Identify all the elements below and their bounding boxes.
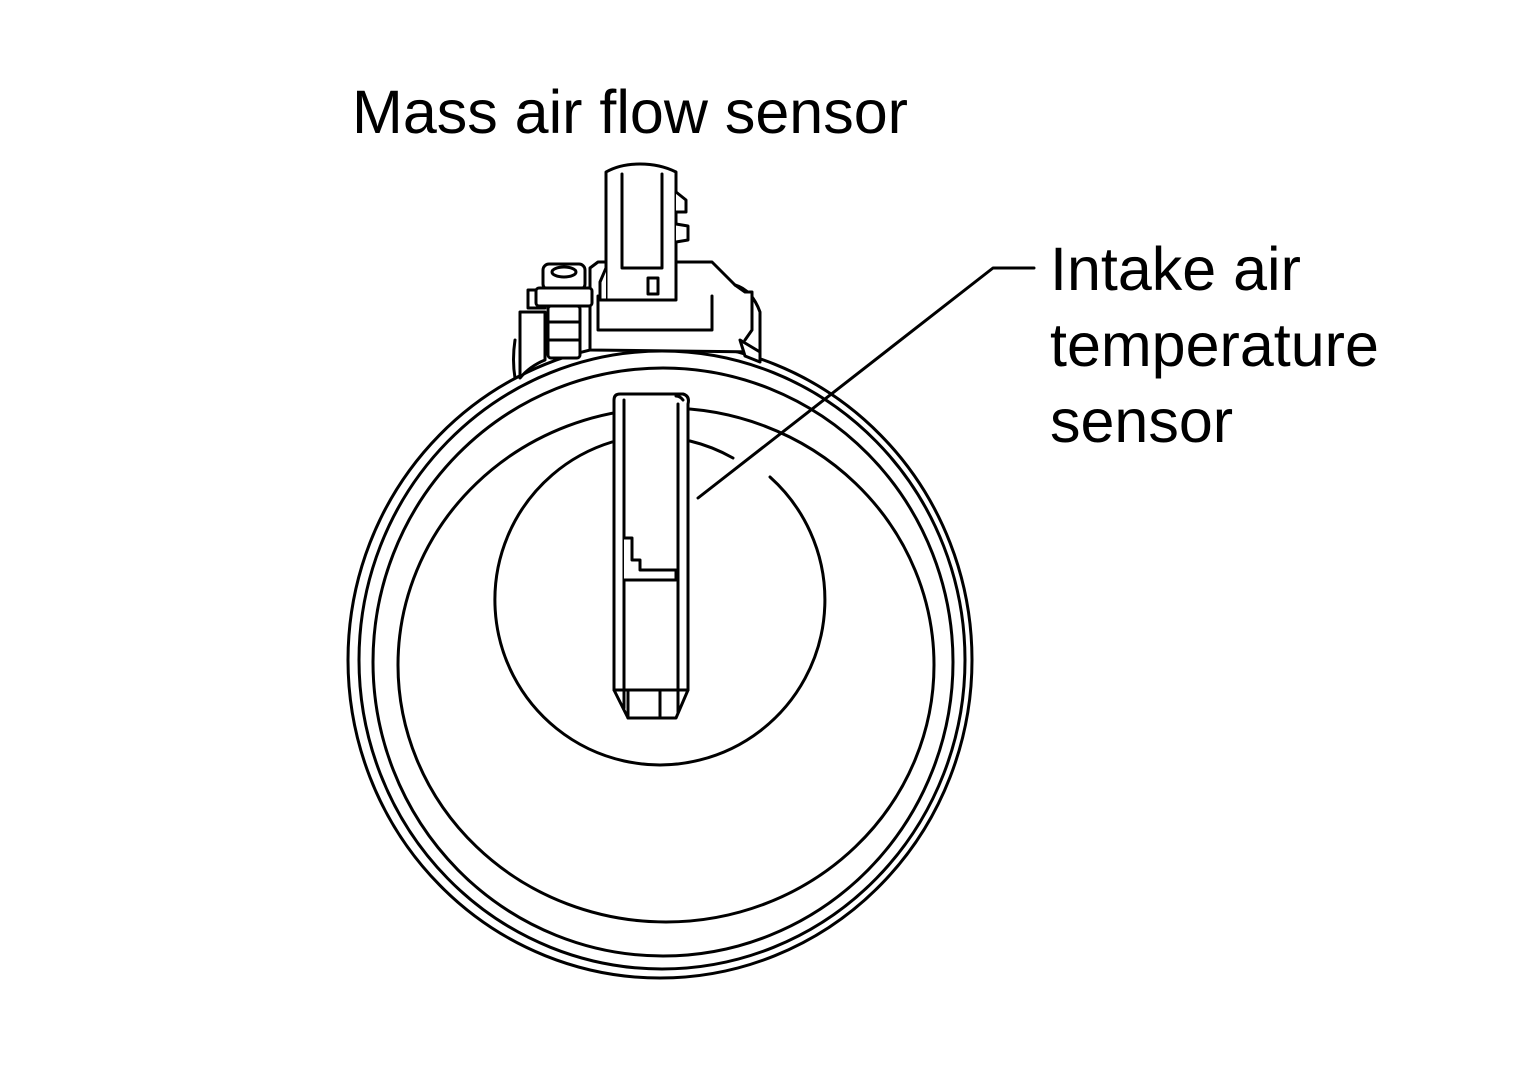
mass-air-flow-sensor-label: Mass air flow sensor xyxy=(352,78,908,146)
housing-ring-3 xyxy=(371,366,955,958)
iat-leader-line xyxy=(696,266,1036,500)
inner-bore xyxy=(493,439,827,767)
sensor-probe xyxy=(612,392,690,720)
iat-label-line-1: Intake air xyxy=(1050,235,1301,303)
iat-label-line-2: temperature xyxy=(1050,311,1379,379)
electrical-connector xyxy=(598,162,690,302)
iat-label-line-3: sensor xyxy=(1050,387,1234,455)
mounting-bolt xyxy=(534,262,594,360)
intake-air-temperature-sensor-label: Intake air temperature sensor xyxy=(1050,231,1379,459)
